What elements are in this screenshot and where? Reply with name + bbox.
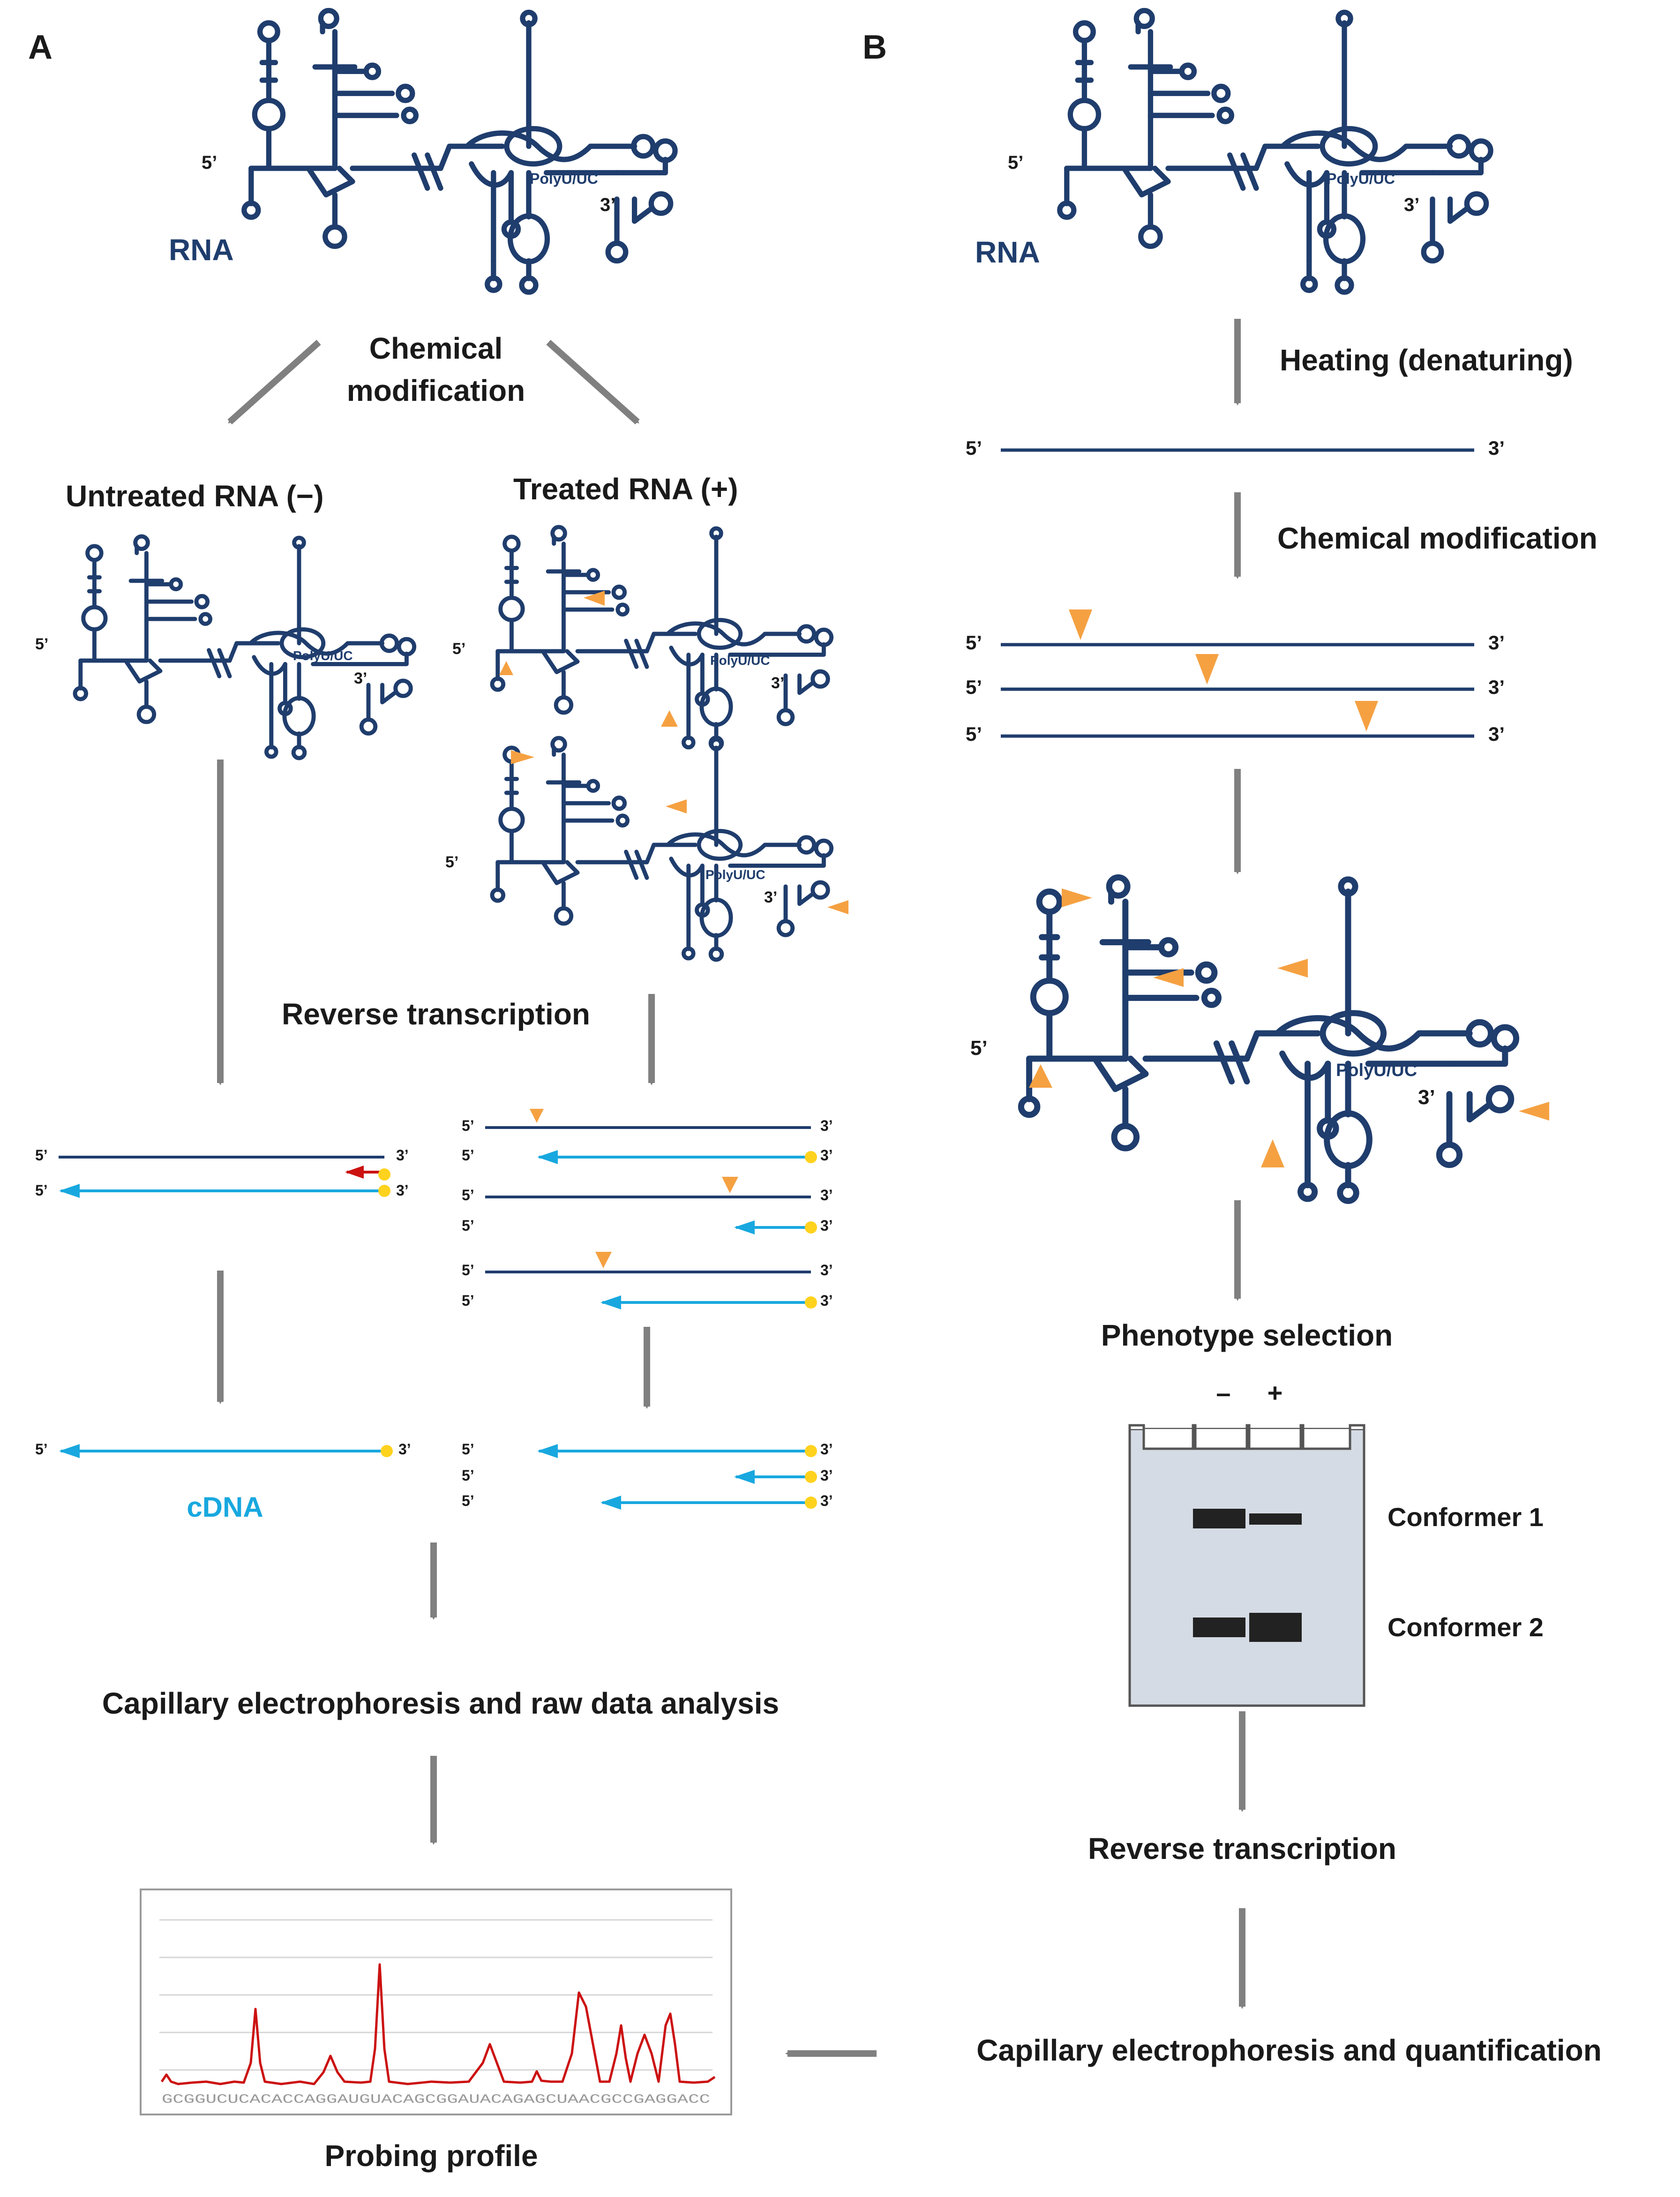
cd-t1-3: 3’ <box>820 1441 833 1458</box>
t2c-5: 5’ <box>462 1217 474 1234</box>
untreated-label: Untreated RNA (−) <box>66 479 324 513</box>
arrow-to-treated <box>546 339 640 425</box>
ce-b-label: Capillary electrophoresis and quantifica… <box>976 2033 1602 2067</box>
profile-trace <box>160 1963 716 2085</box>
treated-label: Treated RNA (+) <box>513 472 738 506</box>
rna-b-label: RNA <box>975 235 1040 269</box>
treated1-modifications <box>499 591 678 727</box>
rt-stop-star <box>378 1168 390 1181</box>
m2-3: 3’ <box>1488 676 1505 698</box>
treated2-modifications <box>511 750 848 914</box>
cd-u-3: 3’ <box>398 1441 411 1458</box>
rna-b-3prime: 3’ <box>1404 195 1419 215</box>
rna-structure-treated-1 <box>492 527 832 749</box>
u-strand1-5: 5’ <box>35 1147 48 1164</box>
cd-t2-5: 5’ <box>462 1467 474 1484</box>
m1-5: 5’ <box>966 632 982 654</box>
t3-5: 5’ <box>462 1262 474 1279</box>
cdna-treated: 5’ 3’ 5’ 3’ 5’ 3’ <box>462 1441 833 1510</box>
m3-3: 3’ <box>1488 723 1505 745</box>
u-strand2-5: 5’ <box>35 1182 48 1199</box>
gel <box>1128 1424 1365 1707</box>
t2-5: 5’ <box>462 1187 474 1204</box>
rna-a-5prime: 5’ <box>202 152 217 173</box>
treated1-3prime: 3’ <box>771 674 784 692</box>
treated-strands: 5’ 3’ 5’ 3’ 5’ 3’ 5’ 3’ 5’ 3’ 5’ 3’ <box>462 1109 833 1309</box>
cd-u-5: 5’ <box>35 1441 48 1458</box>
t2-3: 3’ <box>820 1187 833 1204</box>
refold-3: 3’ <box>1418 1086 1435 1109</box>
m2-5: 5’ <box>966 676 982 698</box>
untreated-5prime: 5’ <box>35 635 48 653</box>
denatured-strand: 5’ 3’ <box>966 437 1505 459</box>
probing-profile-chart: GCGGUCUCACACCAGGAUGUACAGCGGAUACAGAGCUAAC… <box>140 1889 732 2115</box>
refold-poly: PolyU/UC <box>1336 1061 1417 1080</box>
modified-strands: 5’ 3’ 5’ 3’ 5’ 3’ <box>966 609 1505 745</box>
t3-3: 3’ <box>820 1262 833 1279</box>
panel-b-label: B <box>862 29 887 66</box>
rt-stop-star-2 <box>378 1185 390 1197</box>
t1-3: 3’ <box>820 1117 833 1134</box>
heating-label: Heating (denaturing) <box>1280 343 1573 377</box>
rna-a-3prime: 3’ <box>600 195 615 215</box>
m3-5: 5’ <box>966 723 982 745</box>
cd-t2-3: 3’ <box>820 1467 833 1484</box>
cdna-label: cDNA <box>187 1491 263 1523</box>
cd-t3-3: 3’ <box>820 1492 833 1509</box>
cdna-untreated: 5’ 3’ <box>35 1441 411 1458</box>
treated1-poly: PolyU/UC <box>710 653 770 668</box>
rna-structure-untreated <box>75 536 414 758</box>
t3c-3: 3’ <box>820 1292 833 1309</box>
refold-5: 5’ <box>970 1037 988 1060</box>
t2c-3: 3’ <box>820 1217 833 1234</box>
treated2-poly: PolyU/UC <box>705 867 765 882</box>
phenotype-label: Phenotype selection <box>1101 1318 1393 1352</box>
u-strand1-3: 3’ <box>396 1147 409 1164</box>
t1-5: 5’ <box>462 1117 474 1134</box>
lane-minus: – <box>1216 1378 1230 1407</box>
chem-mod-b-label: Chemical modification <box>1277 521 1598 555</box>
rna-b-poly: PolyU/UC <box>1327 170 1395 187</box>
rna-structure-a-top <box>244 10 675 292</box>
treated2-3prime: 3’ <box>764 888 777 906</box>
den-3: 3’ <box>1488 437 1505 459</box>
t3c-5: 5’ <box>462 1292 474 1309</box>
rna-a-poly: PolyU/UC <box>530 170 598 187</box>
rna-b-5prime: 5’ <box>1008 152 1023 173</box>
u-strand2-3: 3’ <box>396 1182 409 1199</box>
rt-b-label: Reverse transcription <box>1088 1832 1396 1866</box>
rna-structure-treated-2 <box>492 738 832 960</box>
rt-a-label: Reverse transcription <box>282 997 590 1031</box>
probing-profile-label: Probing profile <box>324 2139 538 2173</box>
ce-a-label: Capillary electrophoresis and raw data a… <box>102 1686 779 1720</box>
untreated-3prime: 3’ <box>354 670 367 687</box>
profile-sequence: GCGGUCUCACACCAGGAUGUACAGCGGAUACAGAGCUAAC… <box>162 2093 710 2107</box>
conformer-2-label: Conformer 2 <box>1388 1612 1544 1642</box>
rna-a-label: RNA <box>169 233 234 267</box>
treated1-5prime: 5’ <box>452 640 465 658</box>
conformer-1-label: Conformer 1 <box>1388 1502 1544 1532</box>
untreated-strands: 5’ 3’ 5’ 3’ <box>35 1147 409 1199</box>
chem-mod-a-line1: Chemical <box>369 331 503 365</box>
refold-modifications <box>1029 888 1549 1167</box>
untreated-poly: PolyU/UC <box>293 648 353 663</box>
arrow-to-untreated <box>227 339 321 425</box>
den-5: 5’ <box>966 437 982 459</box>
t1c-3: 3’ <box>820 1147 833 1164</box>
chem-mod-a-line2: modification <box>347 374 525 407</box>
t1c-5: 5’ <box>462 1147 474 1164</box>
m1-3: 3’ <box>1488 632 1505 654</box>
rna-structure-b-top <box>1060 10 1491 292</box>
cd-t1-5: 5’ <box>462 1441 474 1458</box>
treated2-5prime: 5’ <box>445 853 458 871</box>
cd-t3-5: 5’ <box>462 1492 474 1509</box>
panel-a-label: A <box>28 29 52 66</box>
lane-plus: + <box>1268 1378 1283 1407</box>
